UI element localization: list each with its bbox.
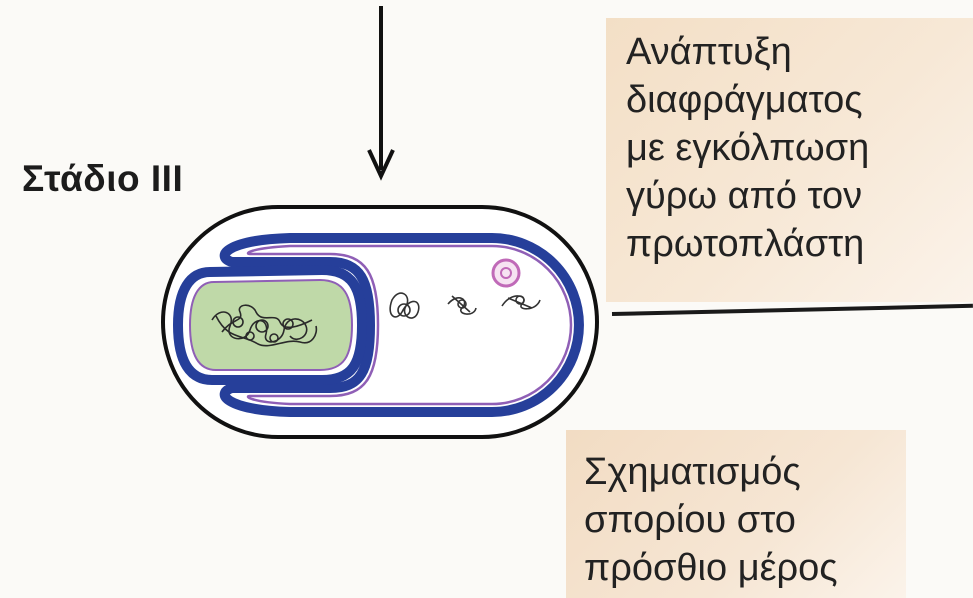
caption-line: γύρω από τον (626, 172, 973, 220)
caption-line: Ανάπτυξη (626, 28, 973, 76)
forespore-protoplast (190, 280, 352, 370)
storage-granule (493, 260, 519, 286)
caption-septum-development: Ανάπτυξη διαφράγματος με εγκόλπωση γύρω … (606, 18, 973, 302)
caption-line: πρόσθιο μέρος (584, 544, 906, 592)
caption-line: Σχηματισμός (584, 448, 906, 496)
down-arrow (369, 6, 393, 176)
caption-line: πρωτοπλάστη (626, 220, 973, 268)
caption-spore-formation: Σχηματισμός σπορίου στο πρόσθιο μέρος (566, 430, 906, 598)
caption-line: διαφράγματος (626, 76, 973, 124)
caption-line: με εγκόλπωση (626, 124, 973, 172)
caption-line: σπορίου στο (584, 496, 906, 544)
